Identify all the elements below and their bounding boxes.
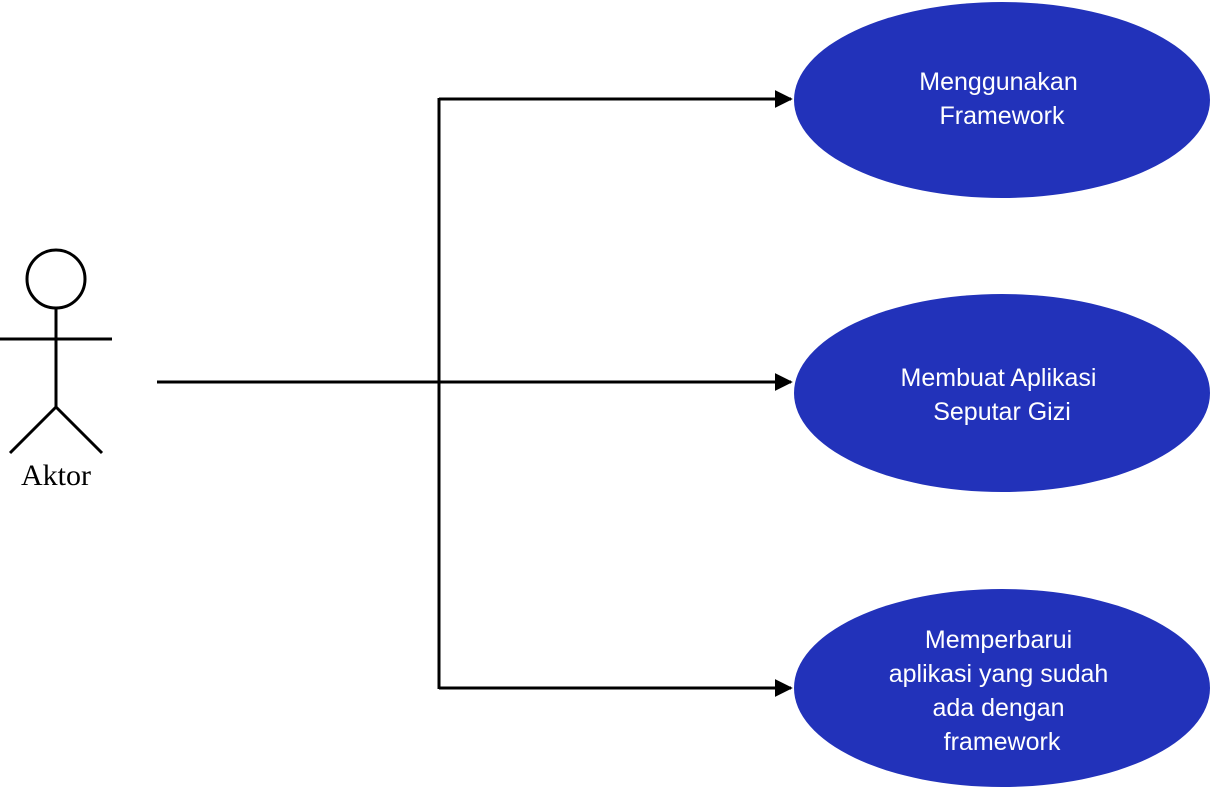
use-case-ellipse bbox=[794, 589, 1210, 787]
use-case-3-line-1: Memperbarui bbox=[925, 626, 1072, 654]
svg-text:Memperbarui aplikasi yan: Memperbarui aplikasi yang sudah ada deng… bbox=[889, 626, 1116, 756]
connectors bbox=[157, 90, 793, 697]
use-case-memperbarui-aplikasi[interactable]: Memperbarui aplikasi yang sudah ada deng… bbox=[794, 589, 1210, 787]
use-case-2-line-1: Membuat Aplikasi bbox=[901, 364, 1097, 392]
use-case-3-line-2: aplikasi yang sudah bbox=[889, 660, 1109, 688]
actor-label: Aktor bbox=[21, 459, 91, 492]
use-case-ellipse bbox=[794, 294, 1210, 492]
svg-text:Menggunakan Framework: Menggunakan Framework bbox=[919, 68, 1084, 130]
actor-left-leg bbox=[8, 405, 58, 455]
use-case-2-line-2: Seputar Gizi bbox=[933, 398, 1071, 426]
use-case-3-line-3: ada dengan bbox=[932, 694, 1064, 722]
use-case-1-line-1: Menggunakan bbox=[919, 68, 1077, 96]
use-case-ellipse bbox=[794, 2, 1210, 198]
use-case-1-line-2: Framework bbox=[939, 102, 1065, 130]
actor-head bbox=[25, 248, 87, 310]
actor-right-leg bbox=[54, 405, 104, 455]
svg-text:Membuat Aplikasi Seputar: Membuat Aplikasi Seputar Gizi bbox=[901, 364, 1104, 426]
use-case-membuat-aplikasi[interactable]: Membuat Aplikasi Seputar Gizi bbox=[794, 294, 1210, 492]
actor-figure bbox=[0, 248, 112, 455]
use-case-menggunakan-framework[interactable]: Menggunakan Framework bbox=[794, 2, 1210, 198]
use-case-3-line-4: framework bbox=[944, 728, 1061, 756]
